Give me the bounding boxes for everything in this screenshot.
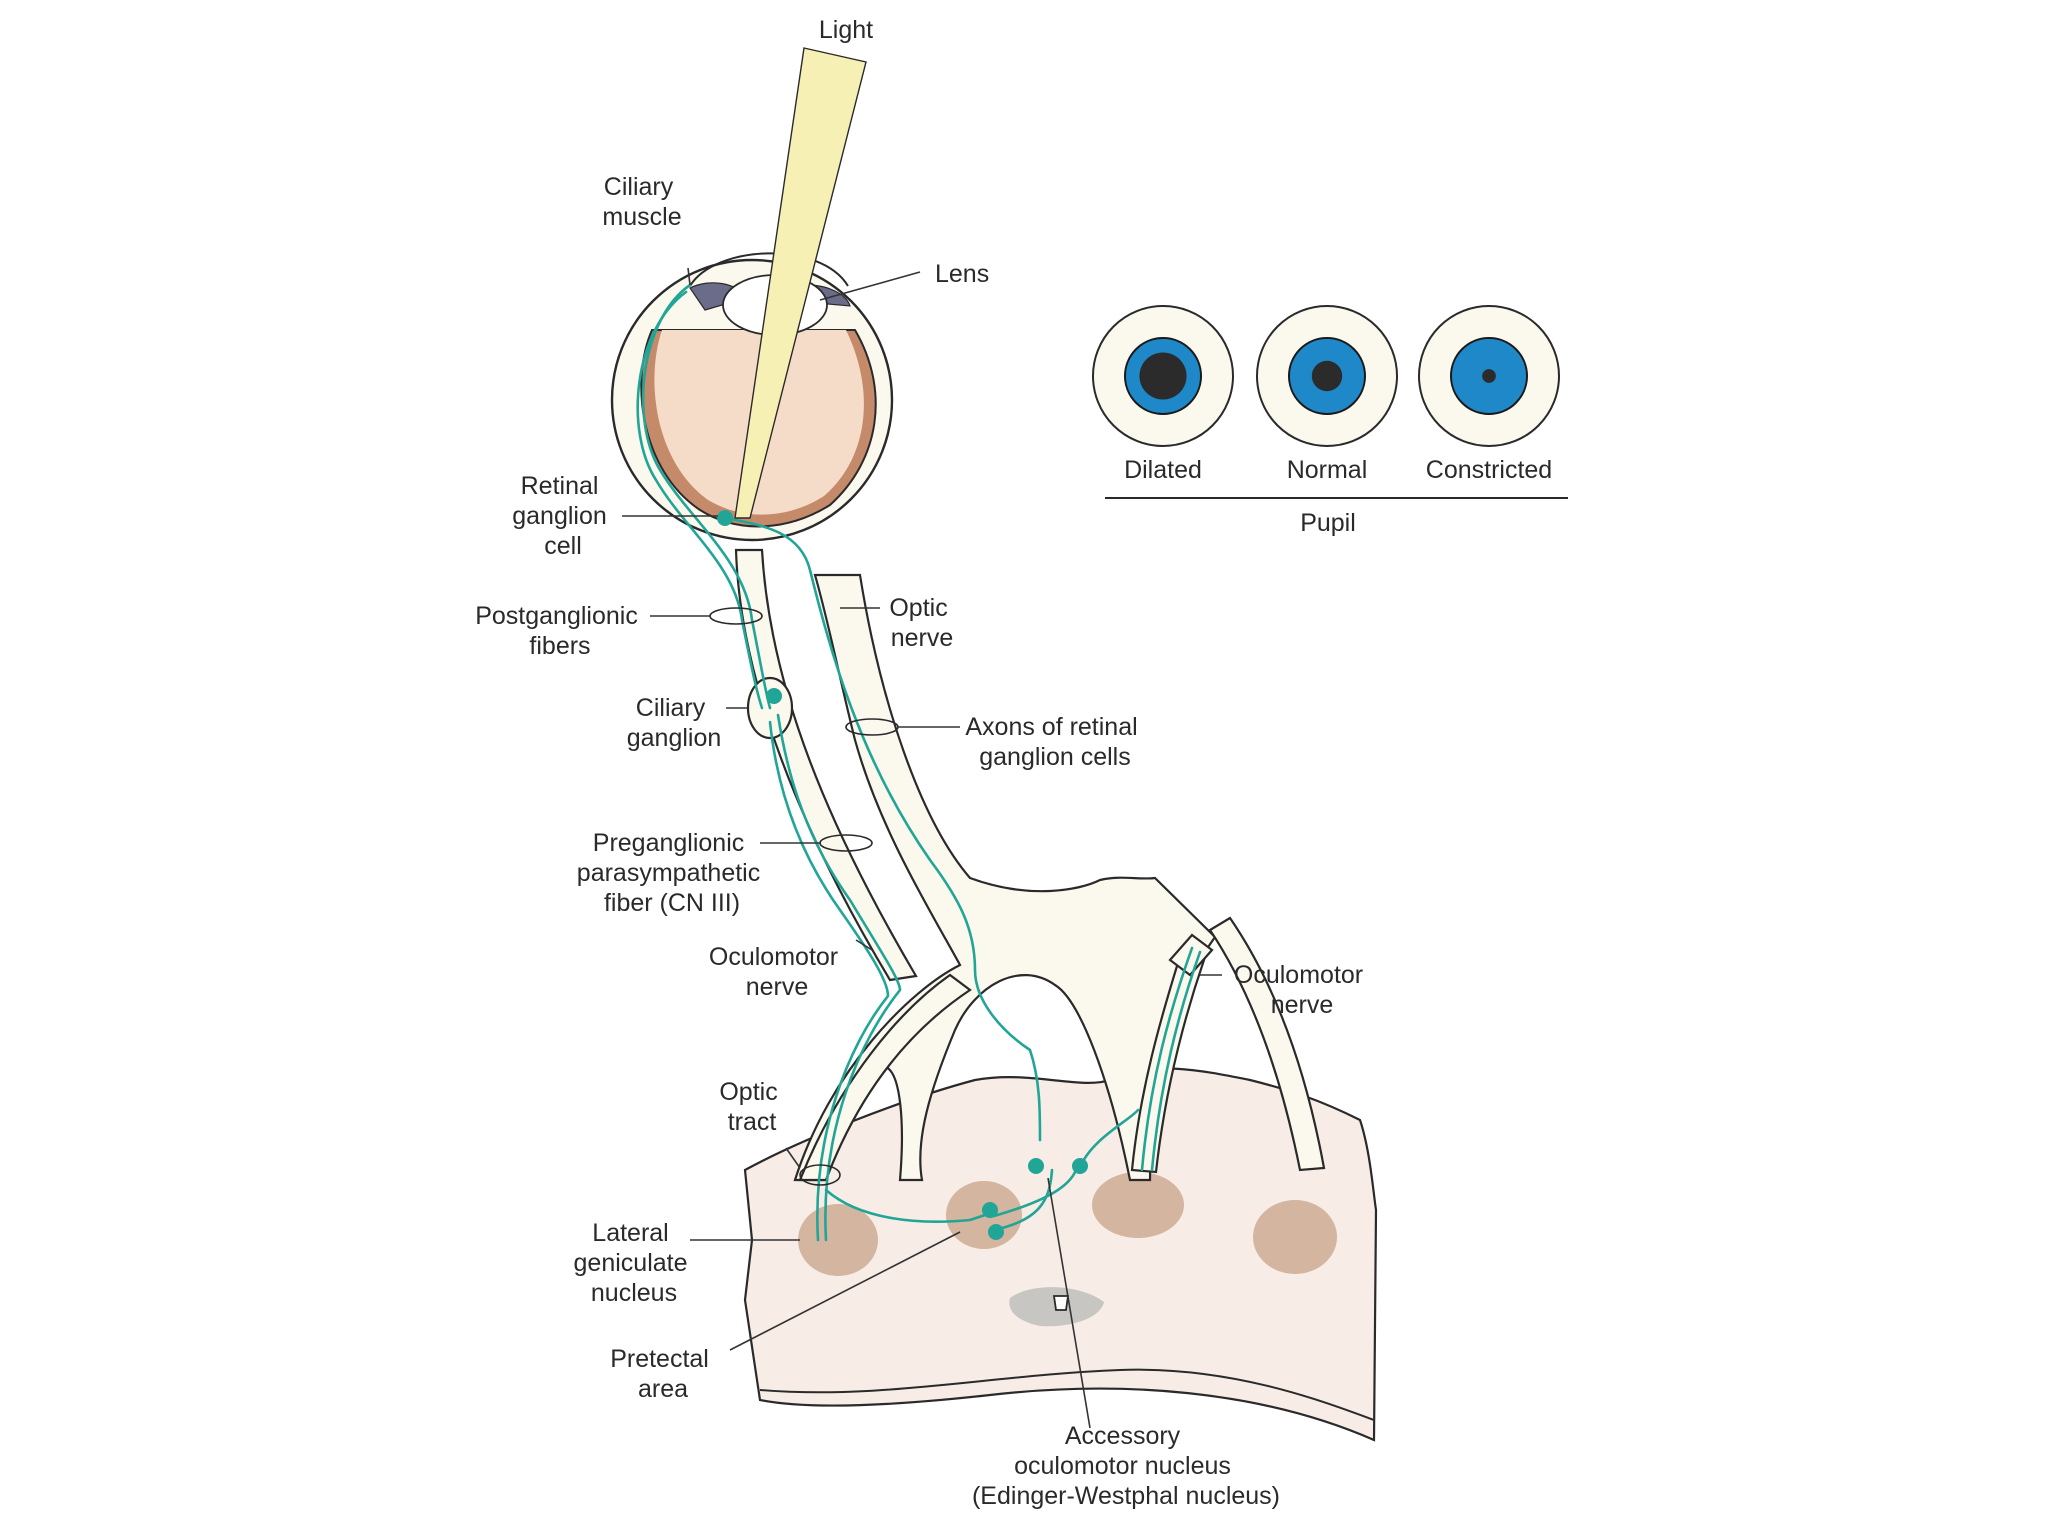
label-optic-tract: Optic tract (719, 1078, 784, 1136)
synapse-ciliary-ganglion (766, 688, 782, 704)
label-postganglionic-fibers: Postganglionic fibers (475, 602, 645, 660)
nerve-tracts (734, 548, 1326, 1182)
pupil-circles: Dilated Normal Constricted (1092, 305, 1560, 484)
preganglionic-fiber-2 (768, 720, 890, 1242)
synapse-pretectal-1 (982, 1202, 998, 1218)
synapse-pretectal-2 (988, 1224, 1004, 1240)
lateral-geniculate-nucleus-right (1253, 1200, 1337, 1274)
label-ciliary-muscle: Ciliary muscle (602, 173, 681, 231)
pupil-panel: Dilated Normal Constricted (1092, 305, 1568, 499)
oculomotor-right-fibers-2 (1150, 950, 1202, 1172)
brainstem-lower-edge (759, 1368, 1375, 1421)
marker-optic-tract (799, 1164, 841, 1186)
cornea (689, 252, 849, 287)
pupil-label-normal: Normal (1287, 456, 1368, 484)
label-pretectal-area: Pretectal area (610, 1345, 716, 1403)
light-beam (734, 47, 867, 519)
label-preganglionic-fiber: Preganglionic parasympathetic fiber (CN … (577, 829, 767, 917)
postganglionic-fiber-2 (636, 290, 764, 710)
label-axons-retinal-ganglion: Axons of retinal ganglion cells (965, 713, 1144, 771)
leader-lines (622, 267, 1222, 1429)
label-lateral-geniculate-nucleus: Lateral geniculate nucleus (574, 1219, 695, 1307)
edinger-westphal-nucleus-right (1092, 1172, 1184, 1238)
preganglionic-fiber (776, 713, 902, 1242)
pretectal-to-ew-2 (992, 1168, 1078, 1218)
label-pupil-title: Pupil (1300, 509, 1356, 537)
pupil-dilated (1139, 352, 1187, 400)
tract-to-pretectal (824, 1188, 996, 1223)
label-accessory-oculomotor-nucleus: Accessory oculomotor nucleus (Edinger-We… (972, 1422, 1280, 1510)
label-light: Light (819, 16, 873, 44)
synapse-ew-1 (1028, 1158, 1044, 1174)
oculomotor-right-fibers (1140, 946, 1194, 1172)
optic-tract-right (1208, 916, 1326, 1172)
pretectal-to-ew (992, 1168, 1054, 1232)
label-lens: Lens (935, 260, 989, 288)
label-optic-nerve: Optic nerve (889, 594, 954, 652)
label-ciliary-ganglion: Ciliary ganglion (627, 694, 722, 752)
synapse-retina (717, 510, 733, 526)
pupil-constricted (1482, 369, 1496, 383)
labels: Light Ciliary muscle Lens Retinal gangli… (475, 16, 1370, 1510)
optic-tract-left (798, 973, 972, 1182)
synapse-ew-2 (1072, 1158, 1088, 1174)
pupil-label-constricted: Constricted (1426, 456, 1552, 484)
aqueduct-opening (1052, 1295, 1070, 1311)
pupil-normal (1311, 360, 1343, 392)
pupil-label-dilated: Dilated (1124, 456, 1202, 484)
label-oculomotor-nerve-right: Oculomotor nerve (1234, 961, 1370, 1019)
reflex-fibers (636, 283, 1202, 1242)
retinal-axon-path (723, 516, 1042, 1142)
lateral-geniculate-nucleus-left (798, 1204, 878, 1276)
label-oculomotor-nerve-left: Oculomotor nerve (709, 943, 845, 1001)
label-retinal-ganglion-cell: Retinal ganglion cell (512, 472, 613, 560)
